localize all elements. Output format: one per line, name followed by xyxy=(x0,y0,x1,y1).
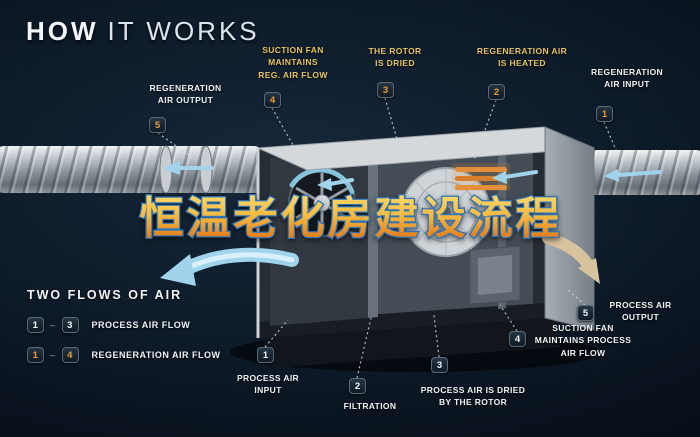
callout-filtration: FILTRATION xyxy=(343,401,397,411)
step-badge-regen-4: 4 xyxy=(264,92,281,108)
callout-process-air-output: PROCESS AIR OUTPUT xyxy=(609,300,672,323)
callout-process-dried-by-rotor: PROCESS AIR IS DRIED BY THE ROTOR xyxy=(420,385,526,408)
legend-badge-process-to: 3 xyxy=(61,317,79,333)
process-air-intake-swoosh xyxy=(160,247,299,286)
title-word-it-works: IT WORKS xyxy=(107,16,260,46)
callout-regeneration-air-input: REGENERATION AIR INPUT xyxy=(590,67,664,90)
left-duct xyxy=(0,145,264,194)
legend-row-process: 1 – 3 PROCESS AIR FLOW xyxy=(27,317,190,333)
chinese-overlay: 恒温老化房建设流程 xyxy=(138,193,563,245)
legend-badge-regen-from: 1 xyxy=(27,347,44,363)
cabinet-cutaway xyxy=(256,126,595,368)
legend-heading: TWO FLOWS OF AIR xyxy=(27,288,183,302)
legend-badge-process-from: 1 xyxy=(27,317,44,333)
page-title: HOW IT WORKS xyxy=(26,16,260,47)
step-badge-process-4: 4 xyxy=(509,331,526,347)
legend-badge-regen-to: 4 xyxy=(61,347,79,363)
callout-suction-fan-reg: SUCTION FAN MAINTAINS REG. AIR FLOW xyxy=(258,45,328,80)
callout-regen-air-heated: REGENERATION AIR IS HEATED xyxy=(476,46,568,69)
process-air-output-swoosh xyxy=(542,232,600,284)
step-badge-regen-5: 5 xyxy=(149,117,166,133)
step-badge-regen-2: 2 xyxy=(488,84,505,100)
legend-dash: – xyxy=(50,320,56,330)
step-badge-process-2: 2 xyxy=(349,378,366,394)
legend-label-regeneration: REGENERATION AIR FLOW xyxy=(91,350,221,360)
callout-rotor-is-dried: THE ROTOR IS DRIED xyxy=(368,46,422,69)
legend-label-process: PROCESS AIR FLOW xyxy=(91,320,191,330)
step-badge-regen-3: 3 xyxy=(377,82,394,98)
step-badge-process-1: 1 xyxy=(257,347,274,363)
filter-unit xyxy=(469,245,521,305)
leader-lines xyxy=(157,97,617,379)
legend-row-regeneration: 1 – 4 REGENERATION AIR FLOW xyxy=(27,347,221,363)
suction-fan xyxy=(288,167,356,237)
callout-suction-fan-process: SUCTION FAN MAINTAINS PROCESS AIR FLOW xyxy=(534,323,632,358)
step-badge-process-3: 3 xyxy=(431,357,448,373)
callout-regeneration-air-output: REGENERATION AIR OUTPUT xyxy=(149,83,222,106)
heater xyxy=(452,163,510,191)
overlay-title-text: 恒温老化房建设流程 xyxy=(140,194,563,243)
callout-process-air-input: PROCESS AIR INPUT xyxy=(236,373,300,396)
legend-dash: – xyxy=(50,350,56,360)
title-word-how: HOW xyxy=(26,16,99,46)
step-badge-regen-1: 1 xyxy=(596,106,613,122)
step-badge-process-5: 5 xyxy=(577,305,594,321)
airflow-arrows xyxy=(160,161,662,286)
